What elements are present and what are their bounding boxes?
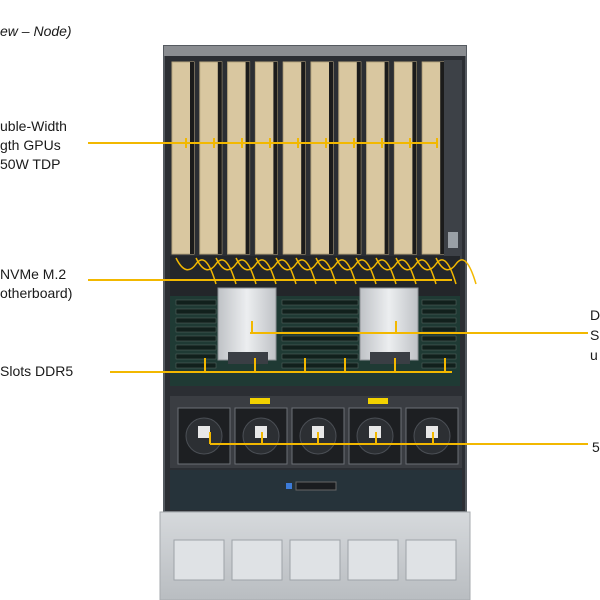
dimm-slot bbox=[421, 335, 457, 342]
gpu-card-bracket bbox=[384, 62, 389, 254]
dimm-slot bbox=[421, 353, 457, 360]
dimm-slot bbox=[421, 344, 457, 351]
fan-label bbox=[198, 426, 210, 438]
dimm-callout: Slots DDR5 bbox=[0, 363, 74, 379]
power-cable bbox=[255, 257, 297, 285]
gpu-callout-line-2: gth GPUs bbox=[0, 137, 61, 153]
dimm-slot bbox=[175, 326, 217, 333]
rear-io-led bbox=[286, 483, 292, 489]
gpu-card-bracket bbox=[245, 62, 250, 254]
rear-io-connector bbox=[295, 481, 337, 491]
dimm-slot bbox=[175, 308, 217, 315]
dimm-slot bbox=[281, 299, 359, 306]
cpu-heatsink-left bbox=[217, 287, 277, 361]
dimm-slot bbox=[175, 344, 217, 351]
power-cable bbox=[435, 257, 477, 285]
dimm-slot bbox=[421, 317, 457, 324]
dimm-slot bbox=[421, 299, 457, 306]
drive-bay bbox=[173, 539, 225, 581]
fan-bay-warning-left bbox=[250, 398, 270, 404]
power-cable bbox=[395, 257, 437, 285]
fan-bay-warning-right bbox=[368, 398, 388, 404]
gpu-card-bracket bbox=[440, 62, 445, 254]
cpu-callout-line-1: D bbox=[590, 307, 600, 323]
gpu-card-bracket bbox=[273, 62, 278, 254]
power-cable bbox=[195, 257, 237, 285]
cpu-socket-right bbox=[370, 352, 410, 364]
dimm-slot bbox=[421, 308, 457, 315]
power-cable bbox=[275, 257, 317, 285]
drive-bay bbox=[231, 539, 283, 581]
power-cable bbox=[355, 257, 397, 285]
drive-bays bbox=[173, 539, 457, 581]
dimm-slot bbox=[175, 362, 217, 369]
cables bbox=[175, 257, 477, 285]
dimm-slots bbox=[175, 299, 457, 369]
drive-bay bbox=[405, 539, 457, 581]
leader-ticks bbox=[185, 138, 446, 444]
dimm-slot bbox=[421, 326, 457, 333]
dimm-slot bbox=[175, 335, 217, 342]
dimm-slot bbox=[281, 317, 359, 324]
gpu-card-bracket bbox=[356, 62, 361, 254]
gpu-card-bracket bbox=[217, 62, 222, 254]
gpu-card-bracket bbox=[301, 62, 306, 254]
dimm-slot bbox=[281, 353, 359, 360]
dimm-slot bbox=[281, 344, 359, 351]
power-cable bbox=[335, 257, 377, 285]
nvme-callout-line-2: otherboard) bbox=[0, 285, 73, 301]
gpu-callout-line-1: uble-Width bbox=[0, 118, 67, 134]
power-cable bbox=[375, 257, 417, 285]
gpu-card-bracket bbox=[412, 62, 417, 254]
power-cable bbox=[175, 257, 217, 285]
power-cable bbox=[415, 257, 457, 285]
drive-bay bbox=[347, 539, 399, 581]
gpu-cards bbox=[171, 61, 445, 255]
power-cable bbox=[295, 257, 337, 285]
section-header: ew – Node) bbox=[0, 23, 72, 39]
cpu-socket-left bbox=[228, 352, 268, 364]
chassis-side-rail bbox=[444, 60, 462, 260]
gpu-card-bracket bbox=[190, 62, 194, 254]
chassis-side-connector bbox=[448, 232, 458, 248]
dimm-slot bbox=[175, 299, 217, 306]
drive-bay bbox=[289, 539, 341, 581]
dimm-slot bbox=[421, 362, 457, 369]
dimm-slot bbox=[281, 308, 359, 315]
power-cable bbox=[315, 257, 357, 285]
power-cable bbox=[235, 257, 277, 285]
cpu-callout-line-2: S bbox=[590, 327, 600, 343]
dimm-slot bbox=[281, 335, 359, 342]
cpu-callout-line-3: u bbox=[590, 347, 598, 363]
nvme-callout-line-1: NVMe M.2 bbox=[0, 266, 67, 282]
gpu-card-bracket bbox=[329, 62, 333, 254]
cpu-heatsink-right bbox=[359, 287, 419, 361]
fan-callout: 5 bbox=[592, 439, 600, 455]
power-cable bbox=[215, 257, 257, 285]
chassis-top-rim bbox=[164, 46, 466, 56]
dimm-slot bbox=[175, 317, 217, 324]
dimm-slot bbox=[281, 362, 359, 369]
dimm-slot bbox=[175, 353, 217, 360]
dimm-slot bbox=[281, 326, 359, 333]
gpu-callout-line-3: 50W TDP bbox=[0, 156, 61, 172]
